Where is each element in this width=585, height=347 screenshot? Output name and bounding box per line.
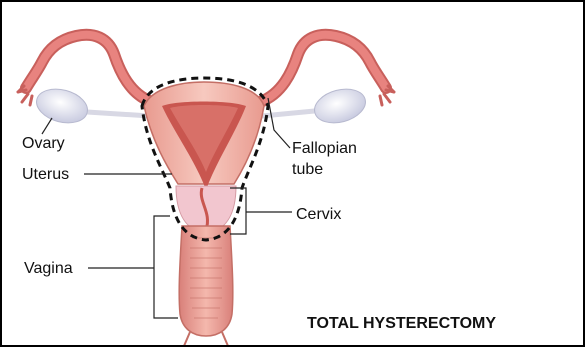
ovary-label: Ovary <box>22 135 65 153</box>
diagram-title: TOTAL HYSTERECTOMY <box>307 315 496 333</box>
fallopian-label-line2: tube <box>292 159 357 180</box>
left-ovary <box>33 84 92 128</box>
left-ovarian-ligament <box>87 112 150 116</box>
ovary-leader-line <box>42 118 52 134</box>
fallopian-label-line1: Fallopian <box>292 138 357 159</box>
right-ovary <box>311 84 370 128</box>
fallopian-tube-label: Fallopian tube <box>292 138 357 180</box>
vagina-bracket <box>154 216 178 318</box>
fallopian-leader-line <box>268 98 290 148</box>
uterus-label: Uterus <box>22 166 69 184</box>
vagina <box>179 226 233 346</box>
cervix-label: Cervix <box>296 206 341 224</box>
vagina-label: Vagina <box>24 260 73 278</box>
left-fallopian-tube <box>18 35 152 105</box>
